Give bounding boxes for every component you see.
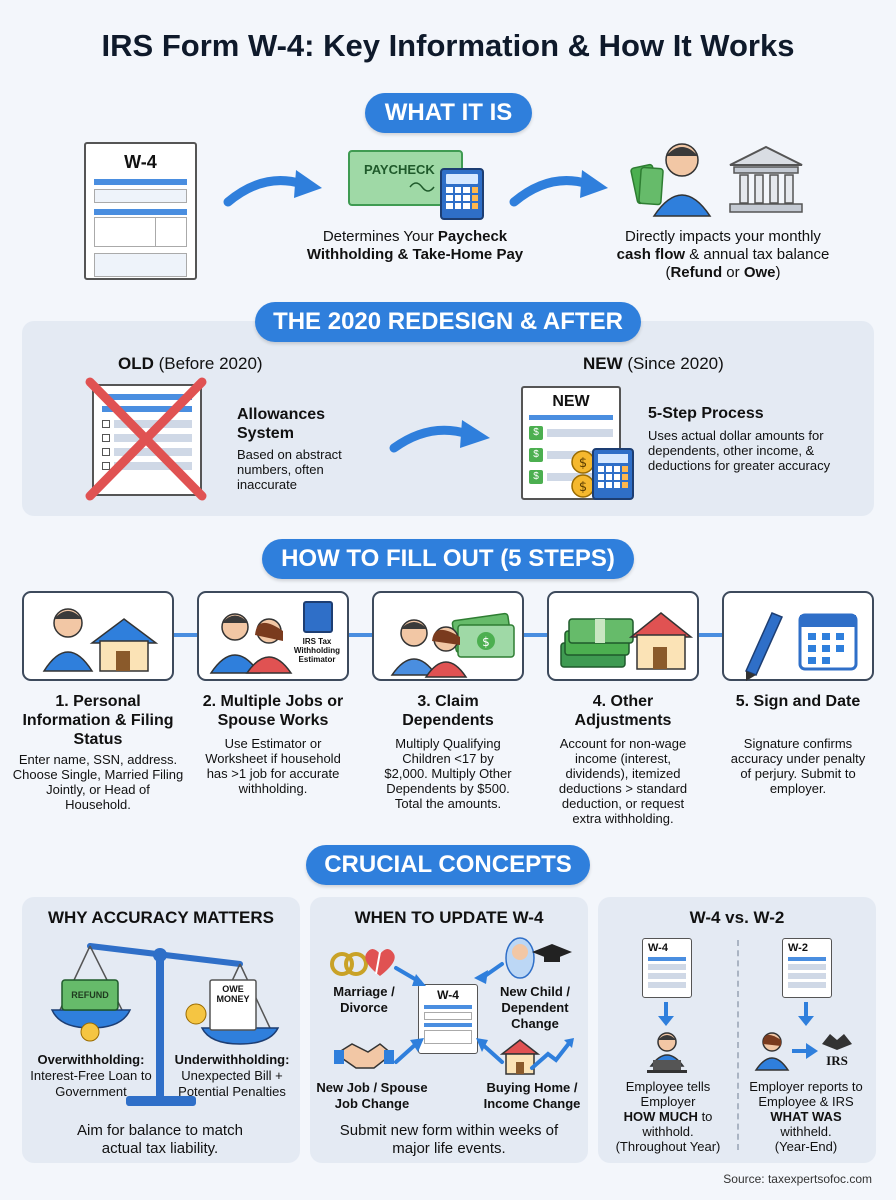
- cross-out-icon: [85, 377, 207, 501]
- underwithholding-text: Underwithholding: Unexpected Bill + Pote…: [174, 1052, 290, 1099]
- step-3-heading: 3. Claim Dependents: [402, 693, 494, 729]
- home-growth-icon: [499, 1038, 574, 1075]
- step-3-body: Multiply Qualifying Children <17 by $2,0…: [384, 736, 512, 811]
- svg-text:$: $: [482, 635, 490, 649]
- overwithholding-text: Overwithholding: Interest-Free Loan to G…: [30, 1052, 152, 1099]
- new-heading: 5-Step Process: [648, 405, 764, 422]
- w4-form-icon: W-4: [84, 142, 197, 280]
- w4-doc-label: W-4: [437, 988, 459, 1002]
- children-money-icon: $: [390, 612, 515, 678]
- event-new-child: New Child / Dependent Change: [499, 984, 571, 1031]
- owe-money-tag: OWE MONEY: [216, 984, 250, 1004]
- coins-icon: $ $: [571, 450, 595, 498]
- old-label: OLD (Before 2020): [118, 354, 263, 373]
- calculator-icon: [592, 448, 634, 500]
- person-with-money-icon: [630, 143, 712, 217]
- step-2-icon-box: IRS Tax Withholding Estimator: [197, 591, 349, 681]
- arrow-right-icon: [509, 170, 608, 207]
- employee-laptop-icon: [647, 1032, 687, 1073]
- how-to-fill-pill: HOW TO FILL OUT (5 STEPS): [262, 539, 634, 579]
- step-1-body: Enter name, SSN, address. Choose Single,…: [12, 752, 184, 812]
- accuracy-card-title: WHY ACCURACY MATTERS: [47, 908, 275, 927]
- event-buying-home: Buying Home / Income Change: [483, 1080, 581, 1111]
- w4-form-icon: W-4: [418, 984, 478, 1054]
- w4-description: Employee tells Employer HOW MUCH to with…: [615, 1079, 721, 1154]
- crucial-concepts-pill: CRUCIAL CONCEPTS: [306, 845, 590, 885]
- source-credit: Source: taxexpertsofoc.com: [723, 1172, 872, 1186]
- event-new-job: New Job / Spouse Job Change: [316, 1080, 428, 1111]
- balance-scale-icon: [50, 943, 280, 1106]
- impact-description: Directly impacts your monthly cash flow …: [616, 228, 830, 281]
- step-4-icon-box: [547, 591, 699, 681]
- new-label: NEW (Since 2020): [583, 354, 724, 373]
- update-card-title: WHEN TO UPDATE W-4: [354, 908, 544, 927]
- w4-vs-w2-title: W-4 vs. W-2: [689, 908, 785, 927]
- w4-form-label: W-4: [124, 152, 157, 172]
- money-home-icon: [560, 612, 694, 670]
- refund-tag: REFUND: [71, 990, 109, 1000]
- step-1-heading: 1. Personal Information & Filing Status: [22, 693, 174, 748]
- arrow-right-icon: [223, 170, 322, 207]
- page-title: IRS Form W-4: Key Information & How It W…: [101, 28, 795, 63]
- update-arrows-icon: [394, 962, 504, 1064]
- couple-icon: [209, 613, 293, 674]
- calculator-icon: [303, 601, 333, 633]
- estimator-label: IRS Tax Withholding Estimator: [293, 637, 341, 664]
- event-marriage: Marriage / Divorce: [333, 984, 395, 1015]
- new-body: Uses actual dollar amounts for dependent…: [648, 428, 831, 473]
- arrow-down-icon: [658, 1002, 674, 1026]
- paycheck-description: Determines Your Paycheck Withholding & T…: [306, 228, 524, 263]
- new-doc-label: NEW: [552, 393, 590, 410]
- pen-calendar-icon: [744, 612, 858, 681]
- what-it-is-pill: WHAT IT IS: [365, 93, 532, 133]
- update-footer: Submit new form within weeks of major li…: [339, 1122, 559, 1157]
- w2-doc-icon: W-2: [782, 938, 832, 998]
- step-5-icon-box: [722, 591, 874, 681]
- step-1-icon-box: [22, 591, 174, 681]
- paycheck-label: PAYCHECK: [364, 162, 435, 177]
- step-5-body: Signature confirms accuracy under penalt…: [730, 736, 866, 796]
- w2-description: Employer reports to Employee & IRS WHAT …: [749, 1079, 863, 1154]
- step-4-body: Account for non-wage income (interest, d…: [558, 736, 688, 826]
- step-4-heading: 4. Other Adjustments: [574, 693, 672, 729]
- person-home-icon: [42, 608, 159, 672]
- card-divider: [737, 940, 739, 1150]
- irs-label: IRS: [826, 1053, 848, 1068]
- arrow-down-icon: [798, 1002, 814, 1026]
- old-heading: Allowances System: [237, 406, 326, 442]
- employee-icon: [754, 1032, 790, 1071]
- irs-eagle-icon: [822, 1034, 852, 1050]
- step-2-heading: 2. Multiple Jobs or Spouse Works: [202, 693, 344, 729]
- step-5-heading: 5. Sign and Date: [735, 693, 861, 710]
- arrow-right-icon: [389, 420, 490, 453]
- calculator-icon: [440, 168, 484, 220]
- redesign-pill: THE 2020 REDESIGN & AFTER: [255, 302, 641, 342]
- w4-doc-label: W-4: [648, 942, 668, 954]
- step-2-body: Use Estimator or Worksheet if household …: [205, 736, 341, 796]
- svg-text:$: $: [579, 480, 587, 495]
- rings-heart-icon: [330, 949, 395, 976]
- handshake-icon: [334, 1043, 394, 1069]
- baby-grad-cap-icon: [505, 937, 572, 979]
- svg-text:$: $: [579, 456, 587, 471]
- w4-doc-icon: W-4: [642, 938, 692, 998]
- old-body: Based on abstract numbers, often inaccur…: [237, 447, 342, 492]
- bank-icon: [729, 145, 803, 213]
- accuracy-footer: Aim for balance to match actual tax liab…: [77, 1122, 243, 1157]
- arrow-right-icon: [792, 1043, 818, 1059]
- step-3-icon-box: $: [372, 591, 524, 681]
- w2-doc-label: W-2: [788, 942, 808, 954]
